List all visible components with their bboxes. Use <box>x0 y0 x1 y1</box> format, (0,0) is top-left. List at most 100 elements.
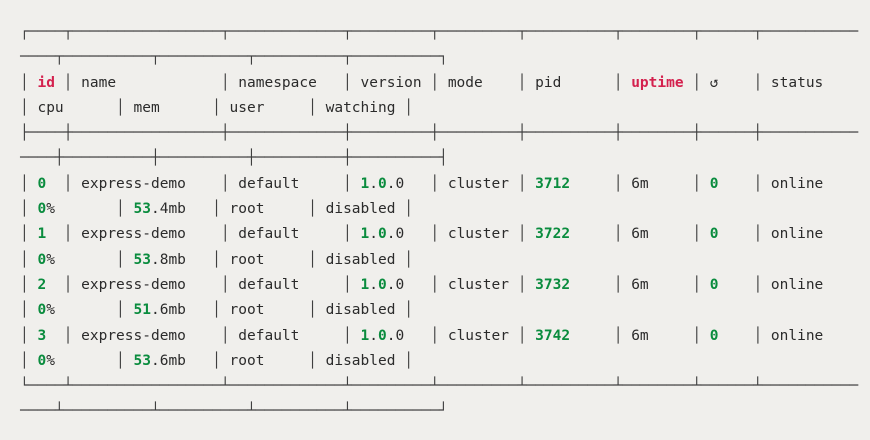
cell-text: online <box>762 276 859 293</box>
cell-text: .6mb <box>150 302 213 319</box>
cell-text: name <box>72 74 221 91</box>
cell-text: 51 <box>133 302 151 319</box>
cell-text <box>719 277 754 293</box>
table-header-separator: ├────┼─────────────────┼─────────────┼──… <box>20 121 870 146</box>
table-border: │ <box>308 352 317 369</box>
cell-text: 53 <box>133 352 151 369</box>
table-border: │ <box>220 175 230 192</box>
cell-text <box>125 302 134 318</box>
cell-text: user <box>220 99 309 116</box>
table-border: │ <box>308 251 317 268</box>
cell-text: 0 <box>377 226 387 243</box>
table-border: │ <box>343 226 352 243</box>
table-bottom-border: ────┴──────────┴──────────┴──────────┴──… <box>20 399 870 424</box>
table-border: │ <box>212 251 221 268</box>
cell-text: root <box>220 201 309 218</box>
table-row: │ 0% │ 53.8mb │ root │ disabled │ <box>20 248 870 273</box>
cell-text: 0 <box>377 327 387 344</box>
table-border: │ <box>692 175 702 192</box>
table-border: ┌────┬─────────────────┬─────────────┬──… <box>20 24 859 40</box>
table-border: │ <box>517 327 527 344</box>
cell-text: online <box>762 327 859 344</box>
cell-text <box>719 328 754 344</box>
table-border: │ <box>116 302 125 319</box>
table-border: │ <box>517 175 527 192</box>
table-border: │ <box>613 276 623 293</box>
cell-text <box>719 176 754 192</box>
cell-text: 1 <box>360 175 370 192</box>
table-border: │ <box>692 74 702 91</box>
table-border: │ <box>116 201 125 218</box>
cell-text <box>352 176 361 192</box>
cell-text <box>55 75 64 91</box>
cell-text: cluster <box>439 276 518 293</box>
cell-text <box>125 201 134 217</box>
cell-text: . <box>369 276 378 293</box>
cell-text: default <box>229 276 344 293</box>
cell-text <box>570 328 614 344</box>
cell-text: 3712 <box>535 175 571 192</box>
table-border: │ <box>220 327 230 344</box>
cell-text <box>701 277 710 293</box>
table-border: ────┴──────────┴──────────┴──────────┴──… <box>20 403 448 420</box>
table-border: │ <box>430 74 440 91</box>
cell-text: 0 <box>37 251 47 268</box>
table-border: └────┴─────────────────┴─────────────┴──… <box>20 378 859 395</box>
cell-text <box>684 75 693 91</box>
cell-text: .6mb <box>150 352 213 369</box>
cell-text <box>701 226 710 242</box>
cell-text: disabled <box>316 302 405 319</box>
cell-text: express-demo <box>72 276 221 293</box>
cell-text: 1 <box>360 327 370 344</box>
cell-text: root <box>220 251 309 268</box>
table-border: │ <box>20 226 29 243</box>
cell-text: 3 <box>37 327 47 344</box>
cell-text: 3732 <box>535 276 571 293</box>
cell-text: root <box>220 302 309 319</box>
table-border: │ <box>613 226 623 243</box>
cell-text: .0 <box>386 327 431 344</box>
cell-text: .4mb <box>150 201 213 218</box>
cell-text: default <box>229 226 344 243</box>
cell-text: 0 <box>709 226 719 243</box>
cell-text <box>526 277 535 293</box>
table-border: │ <box>613 175 623 192</box>
table-border: │ <box>116 99 125 116</box>
cell-text: 6m <box>622 327 693 344</box>
table-border: │ <box>613 327 623 344</box>
table-border: │ <box>430 327 440 344</box>
table-border: │ <box>308 99 317 116</box>
cell-text: 1 <box>360 276 370 293</box>
cell-text: 2 <box>37 276 47 293</box>
cell-text <box>46 277 63 293</box>
table-border: │ <box>116 251 125 268</box>
cell-text <box>352 226 361 242</box>
cell-text <box>46 328 63 344</box>
table-border: │ <box>63 276 73 293</box>
table-border: │ <box>308 302 317 319</box>
table-border: │ <box>753 74 763 91</box>
cell-text <box>125 252 134 268</box>
cell-text <box>526 226 535 242</box>
table-border: │ <box>753 226 763 243</box>
table-border: │ <box>692 276 702 293</box>
cell-text: default <box>229 327 344 344</box>
cell-text: 1 <box>360 226 370 243</box>
table-border: │ <box>116 352 125 369</box>
table-border: │ <box>430 175 440 192</box>
table-row: │ 0% │ 51.6mb │ root │ disabled │ <box>20 298 870 323</box>
cell-text: .0 <box>386 175 431 192</box>
table-row: │ 1 │ express-demo │ default │ 1.0.0 │ c… <box>20 222 870 247</box>
table-border: │ <box>220 226 230 243</box>
table-border: ├────┼─────────────────┼─────────────┼──… <box>20 125 859 142</box>
table-border: │ <box>753 175 763 192</box>
table-border: │ <box>63 175 73 192</box>
table-border: │ <box>404 251 413 268</box>
table-border: │ <box>63 327 73 344</box>
cell-text: 0 <box>37 352 47 369</box>
cell-text: disabled <box>316 251 405 268</box>
table-border: │ <box>308 201 317 218</box>
table-border: │ <box>404 302 413 319</box>
cell-text: cluster <box>439 175 518 192</box>
cell-text <box>352 277 361 293</box>
